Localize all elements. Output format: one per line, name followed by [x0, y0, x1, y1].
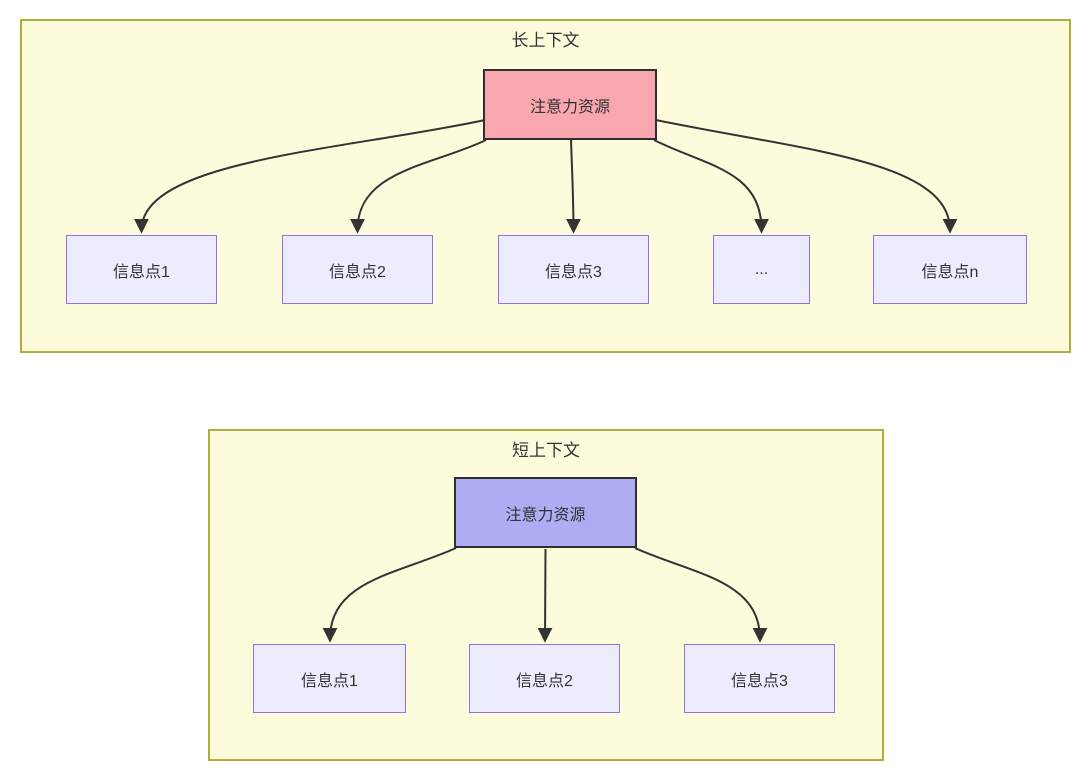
- long-info-node-n: 信息点n: [873, 235, 1027, 304]
- short-info-node-2: 信息点2: [469, 644, 620, 713]
- long-info-node-3: 信息点3: [498, 235, 649, 304]
- long-info-node-1: 信息点1: [66, 235, 217, 304]
- long-attention-source-node: 注意力资源: [483, 69, 657, 140]
- long-info-node-2: 信息点2: [282, 235, 433, 304]
- short-info-node-1: 信息点1: [253, 644, 406, 713]
- short-context-title: 短上下文: [512, 441, 580, 460]
- short-attention-source-node: 注意力资源: [454, 477, 637, 548]
- long-info-node-dots: ...: [713, 235, 810, 304]
- short-info-node-3: 信息点3: [684, 644, 835, 713]
- long-context-title: 长上下文: [511, 31, 580, 50]
